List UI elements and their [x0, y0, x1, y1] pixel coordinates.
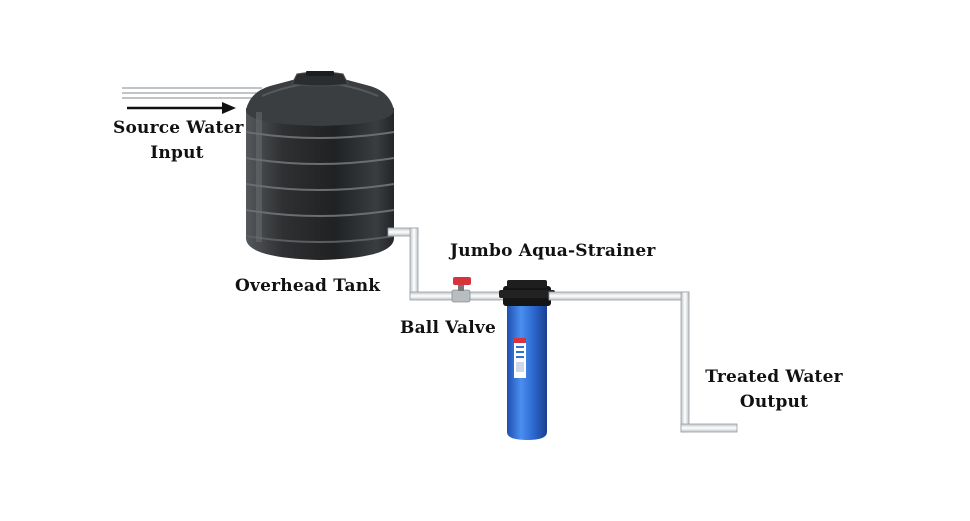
outlet-pipe — [387, 227, 511, 301]
source-water-input-label: Source Water Input — [113, 116, 244, 166]
source-water-label-line2: Input — [150, 143, 204, 163]
water-tank-icon — [245, 71, 395, 260]
arrow-right-icon — [127, 102, 236, 114]
source-water-label-line1: Source Water — [113, 118, 244, 138]
ball-valve-label: Ball Valve — [400, 318, 497, 338]
treated-water-label-line1: Treated Water — [705, 367, 843, 387]
treated-output-pipe — [548, 291, 738, 433]
filter-housing-icon — [499, 280, 555, 440]
source-input-pipe — [122, 87, 262, 99]
treated-water-output-label: Treated Water Output — [700, 365, 848, 415]
overhead-tank-label: Overhead Tank — [235, 276, 381, 296]
ball-valve-icon — [451, 277, 471, 303]
treated-water-label-line2: Output — [739, 392, 809, 412]
strainer-label: Jumbo Aqua-Strainer — [450, 241, 656, 261]
